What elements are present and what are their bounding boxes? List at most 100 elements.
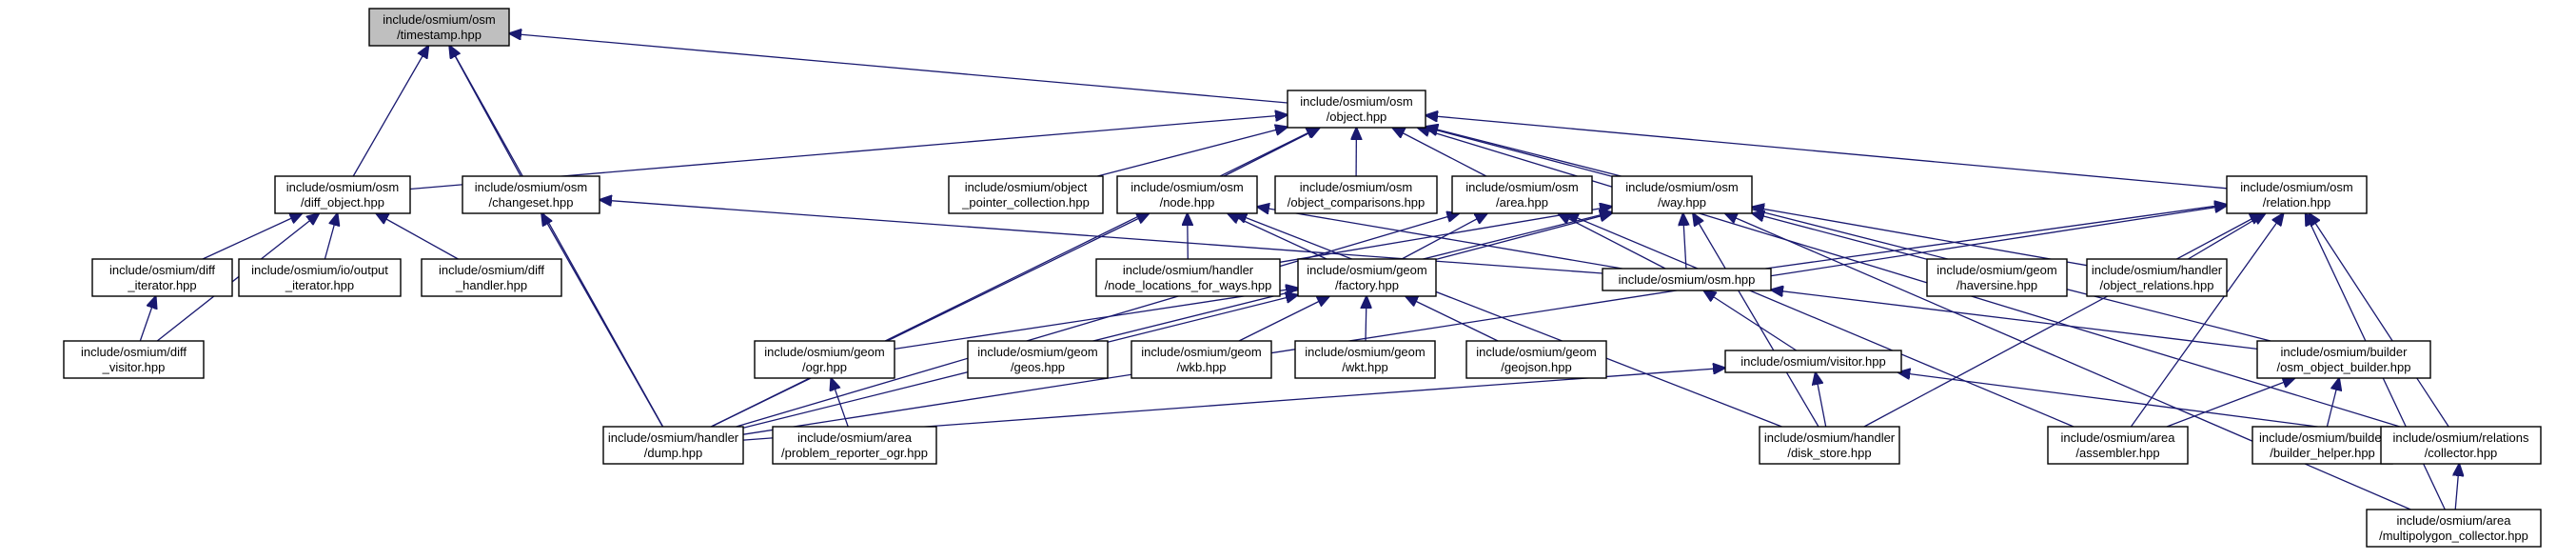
node-box [1465, 340, 1607, 379]
node-label-line: /object_relations.hpp [2100, 278, 2214, 292]
edge-multipolygon_collector-to-collector [2455, 464, 2459, 510]
edge-visitor-to-osm [1703, 290, 1798, 351]
node-assembler[interactable]: include/osmium/area/assembler.hpp [2047, 426, 2189, 465]
edge-disk_store-to-relation [1863, 213, 2262, 428]
node-diff-handler[interactable]: include/osmium/diff_handler.hpp [421, 258, 562, 297]
edge-node_locations-to-way [1279, 207, 1612, 263]
node-visitor[interactable]: include/osmium/visitor.hpp [1724, 350, 1902, 373]
node-label-line: _visitor.hpp [102, 360, 166, 374]
edge-geojson-to-factory [1406, 296, 1499, 342]
edge-collector-to-object [1418, 128, 2401, 428]
edge-dump-to-way [742, 212, 1612, 429]
node-box [462, 175, 600, 214]
node-label-line: include/osmium/osm [286, 180, 400, 194]
node-label-line: include/osmium/geom [1141, 345, 1261, 359]
node-object-relations[interactable]: include/osmium/handler/object_relations.… [2086, 258, 2228, 297]
node-label-line: /assembler.hpp [2075, 446, 2159, 460]
node-box [2086, 258, 2228, 297]
node-box [2380, 426, 2542, 465]
node-label-line: include/osmium/osm [1131, 180, 1244, 194]
node-label-line: include/osmium/diff [109, 263, 215, 277]
node-label-line: include/osmium/builder [2281, 345, 2409, 359]
node-box [2256, 340, 2431, 379]
node-object[interactable]: include/osmium/osm/object.hpp [1287, 90, 1426, 129]
edge-osm-to-node [1257, 207, 1622, 270]
node-problem-reporter-ogr[interactable]: include/osmium/area/problem_reporter_ogr… [772, 426, 937, 465]
node-box [754, 340, 895, 379]
node-box [1926, 258, 2068, 297]
node-dump[interactable]: include/osmium/handler/dump.hpp [602, 426, 744, 465]
node-object-comparisons[interactable]: include/osmium/osm/object_comparisons.hp… [1274, 175, 1438, 214]
node-geojson[interactable]: include/osmium/geom/geojson.hpp [1465, 340, 1607, 379]
node-builder-helper[interactable]: include/osmium/builder/builder_helper.hp… [2252, 426, 2393, 465]
node-osm-object-builder[interactable]: include/osmium/builder/osm_object_builde… [2256, 340, 2431, 379]
node-label-line: include/osmium/handler [2092, 263, 2223, 277]
node-box [421, 258, 562, 297]
node-box [602, 426, 744, 465]
node-label-line: include/osmium/area [2061, 430, 2176, 445]
node-label-line: include/osmium/builder [2259, 430, 2387, 445]
node-label-line: /relation.hpp [2263, 195, 2331, 210]
node-box [1116, 175, 1258, 214]
edge-node_locations-to-node [1188, 213, 1189, 260]
node-ogr[interactable]: include/osmium/geom/ogr.hpp [754, 340, 895, 379]
node-diff-object[interactable]: include/osmium/osm/diff_object.hpp [274, 175, 411, 214]
node-label-line: include/osmium/osm.hpp [1619, 272, 1756, 287]
node-label-line: include/osmium/diff [439, 263, 544, 277]
node-box [1611, 175, 1753, 214]
edge-output_iterator-to-diff_object [324, 213, 337, 260]
edge-geos-to-factory [1107, 295, 1298, 343]
node-label-line: include/osmium/geom [1476, 345, 1596, 359]
edge-diff_iterator-to-diff_object [202, 213, 303, 260]
node-label-line: include/osmium/osm [1625, 180, 1739, 194]
node-area[interactable]: include/osmium/osm/area.hpp [1451, 175, 1593, 214]
node-osm[interactable]: include/osmium/osm.hpp [1602, 268, 1772, 291]
node-multipolygon-collector[interactable]: include/osmium/area/multipolygon_collect… [2366, 509, 2542, 548]
node-box [91, 258, 233, 297]
node-node[interactable]: include/osmium/osm/node.hpp [1116, 175, 1258, 214]
edge-osm-to-relation [1765, 205, 2227, 270]
node-label-line: _pointer_collection.hpp [961, 195, 1090, 210]
edge-relation-to-object [1426, 115, 2228, 190]
node-geos[interactable]: include/osmium/geom/geos.hpp [967, 340, 1109, 379]
edge-diff_visitor-to-diff_object [156, 213, 319, 342]
node-label-line: /timestamp.hpp [397, 28, 482, 42]
edge-osm_object_builder-to-object [1426, 127, 2271, 342]
node-wkt[interactable]: include/osmium/geom/wkt.hpp [1294, 340, 1436, 379]
node-box [1095, 258, 1281, 297]
node-label-line: include/osmium/relations [2392, 430, 2529, 445]
node-diff-iterator[interactable]: include/osmium/diff_iterator.hpp [91, 258, 233, 297]
node-collector[interactable]: include/osmium/relations/collector.hpp [2380, 426, 2542, 465]
node-label-line: include/osmium/osm [1300, 180, 1413, 194]
node-label-line: /area.hpp [1496, 195, 1548, 210]
edge-factory-to-node [1228, 213, 1327, 260]
node-haversine[interactable]: include/osmium/geom/haversine.hpp [1926, 258, 2068, 297]
node-label-line: _iterator.hpp [127, 278, 196, 292]
edge-collector-to-relation [2309, 213, 2449, 428]
node-output-iterator[interactable]: include/osmium/io/output_iterator.hpp [238, 258, 402, 297]
node-disk-store[interactable]: include/osmium/handler/disk_store.hpp [1759, 426, 1900, 465]
node-box [2226, 175, 2368, 214]
edge-assembler-to-relation [2130, 213, 2283, 428]
node-label-line: /haversine.hpp [1957, 278, 2037, 292]
edge-dump-to-relation [742, 206, 2227, 435]
edge-ogr-to-factory [894, 288, 1298, 350]
edge-area-to-object [1392, 128, 1487, 177]
node-label-line: include/osmium/io/output [251, 263, 388, 277]
node-label-line: /node_locations_for_ways.hpp [1105, 278, 1272, 292]
node-label-line: include/osmium/osm [383, 12, 496, 27]
node-object-pointer[interactable]: include/osmium/object_pointer_collection… [948, 175, 1104, 214]
edge-object_relations-to-way [1752, 207, 2088, 267]
node-label-line: /builder_helper.hpp [2270, 446, 2375, 460]
node-node-locations[interactable]: include/osmium/handler/node_locations_fo… [1095, 258, 1281, 297]
node-label-line: include/osmium/osm [2240, 180, 2353, 194]
node-way[interactable]: include/osmium/osm/way.hpp [1611, 175, 1753, 214]
node-factory[interactable]: include/osmium/geom/factory.hpp [1297, 258, 1437, 297]
node-wkb[interactable]: include/osmium/geom/wkb.hpp [1131, 340, 1272, 379]
node-label-line: /changeset.hpp [489, 195, 574, 210]
node-changeset[interactable]: include/osmium/osm/changeset.hpp [462, 175, 600, 214]
node-label-line: /ogr.hpp [802, 360, 847, 374]
node-diff-visitor[interactable]: include/osmium/diff_visitor.hpp [63, 340, 205, 379]
node-relation[interactable]: include/osmium/osm/relation.hpp [2226, 175, 2368, 214]
